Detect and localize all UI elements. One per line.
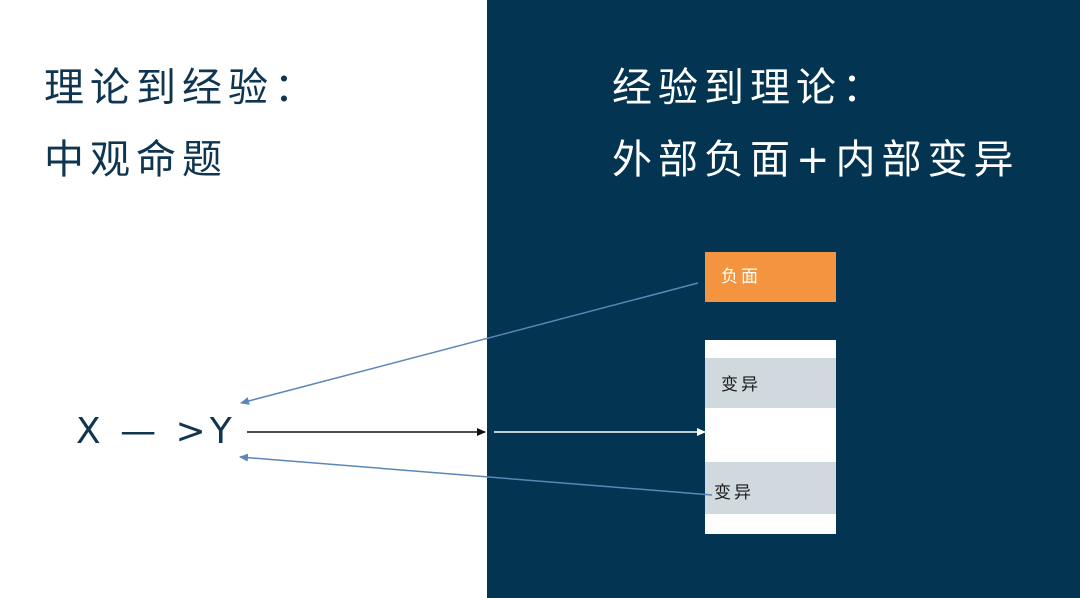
left-title-line1: 理论到经验： (44, 65, 320, 111)
variation-stack: 变异 变异 (705, 340, 836, 534)
variation-band-2: 变异 (705, 462, 836, 514)
variation-label-1: 变异 (721, 375, 761, 395)
variation-label-2: 变异 (714, 483, 754, 503)
left-title-line2: 中观命题 (44, 137, 228, 183)
negative-box: 负面 (705, 252, 836, 302)
right-title-line2: 外部负面+内部变异 (612, 137, 1020, 183)
arrow-variation-to-x (239, 453, 713, 496)
right-title-line1: 经验到理论： (612, 65, 888, 111)
variation-band-1: 变异 (705, 358, 836, 408)
arrow-negative-to-x (240, 282, 699, 405)
negative-box-label: 负面 (721, 267, 761, 287)
x-to-y-relation: X — >Y (76, 411, 236, 452)
left-panel (0, 0, 487, 598)
